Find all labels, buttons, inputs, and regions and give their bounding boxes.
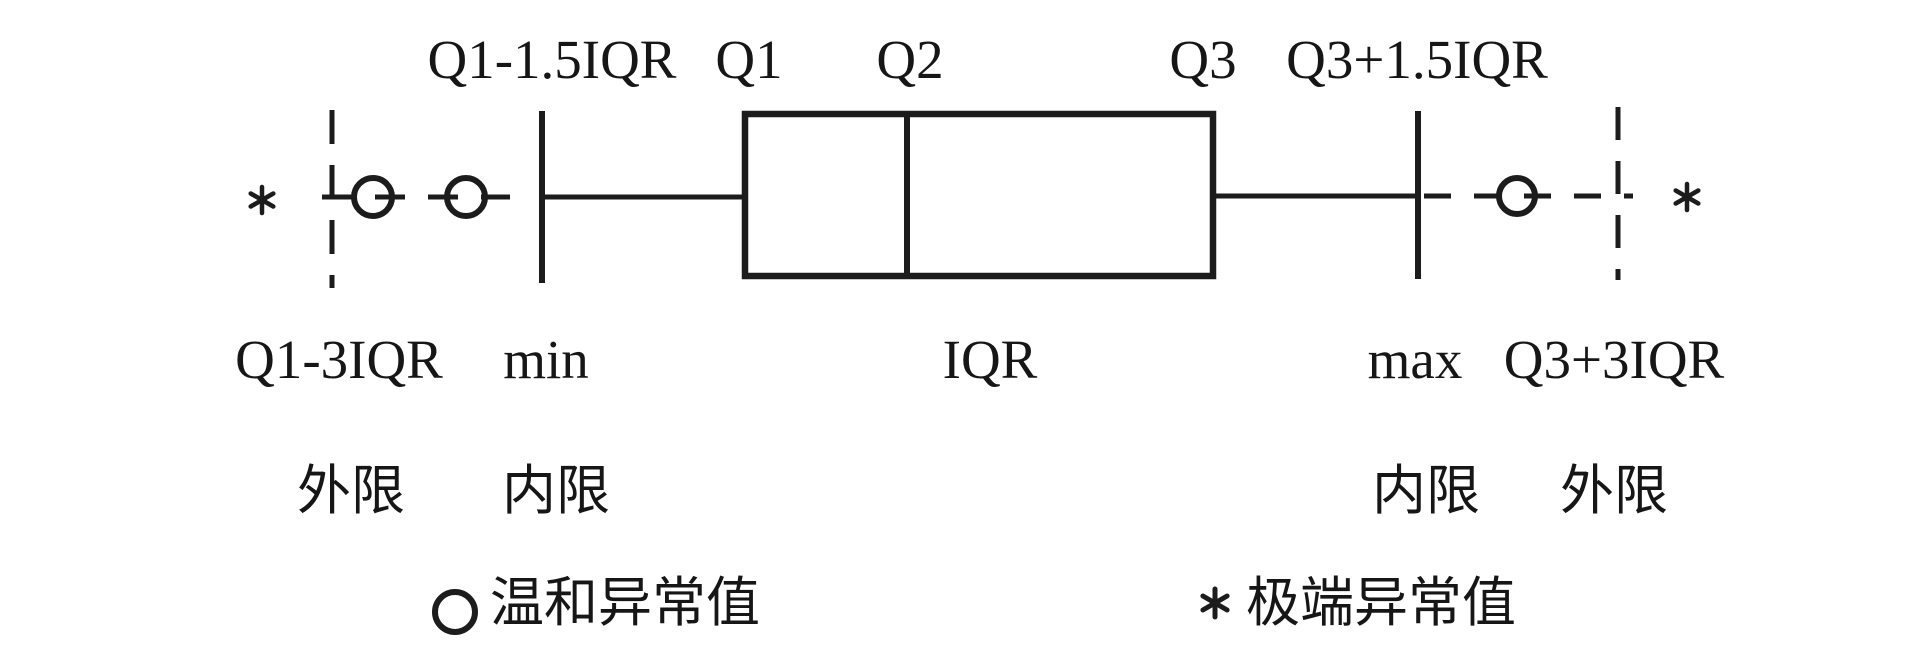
label-q2: Q2 — [876, 29, 944, 90]
label-inner-limit-right: 内限 — [1372, 461, 1480, 521]
legend-mild-outlier-label: 温和异常值 — [490, 573, 760, 633]
label-q3: Q3 — [1169, 29, 1237, 90]
label-upper-outer-fence: Q3+3IQR — [1503, 329, 1725, 390]
label-min: min — [503, 329, 589, 390]
asterisk-icon — [1673, 181, 1701, 213]
circle-icon — [1496, 175, 1538, 217]
asterisk-icon — [248, 184, 276, 216]
iqr-box — [741, 110, 1217, 280]
label-outer-limit-left: 外限 — [297, 461, 405, 521]
label-q1: Q1 — [715, 29, 783, 90]
label-max: max — [1367, 329, 1463, 390]
label-upper-inner-fence: Q3+1.5IQR — [1286, 29, 1548, 90]
asterisk-icon — [1200, 586, 1230, 620]
circle-icon — [432, 589, 478, 635]
circle-icon — [351, 175, 395, 219]
circle-icon — [444, 175, 488, 219]
label-lower-inner-fence: Q1-1.5IQR — [427, 29, 677, 90]
label-iqr: IQR — [942, 329, 1038, 390]
label-outer-limit-right: 外限 — [1560, 461, 1668, 521]
label-inner-limit-left: 内限 — [502, 461, 610, 521]
label-lower-outer-fence: Q1-3IQR — [235, 329, 443, 390]
legend-extreme-outlier-label: 极端异常值 — [1246, 573, 1516, 633]
